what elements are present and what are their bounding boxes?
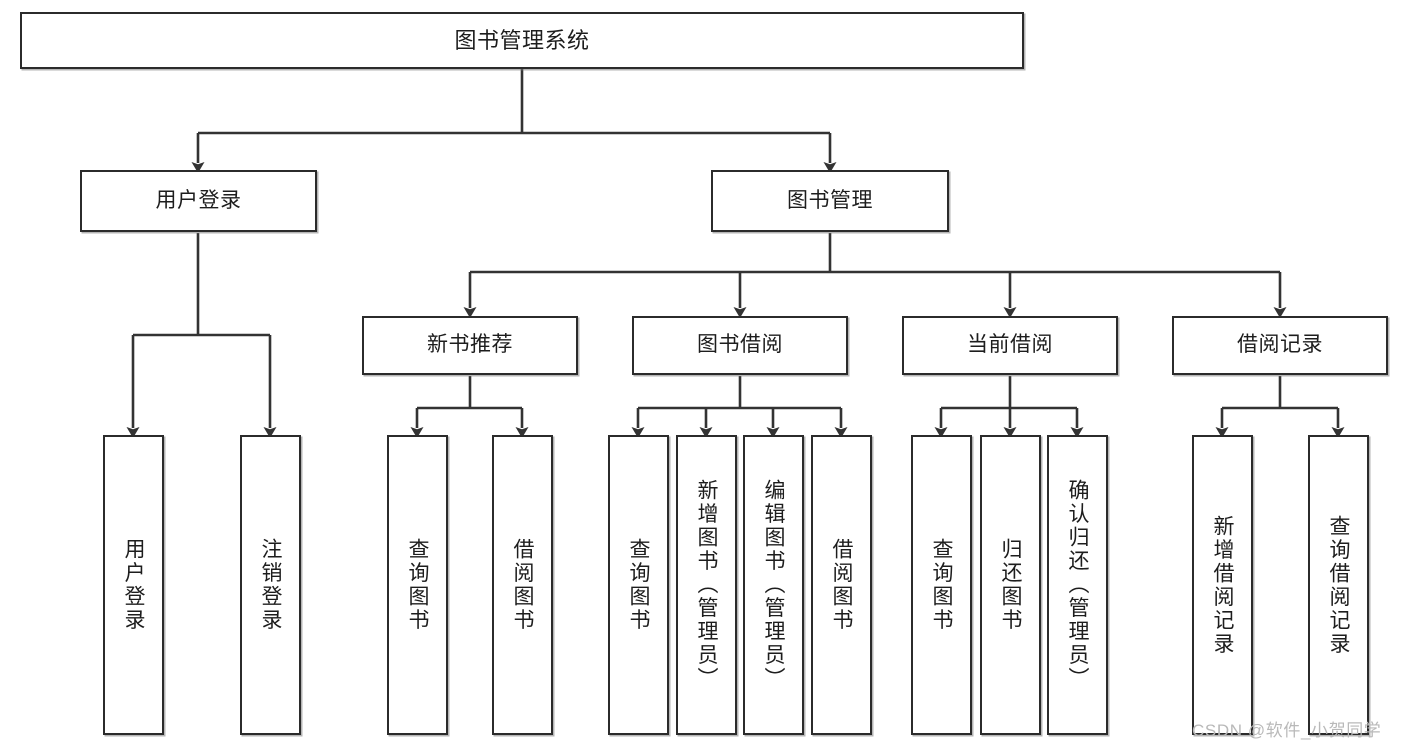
node-borrow-record[interactable]: 借阅记录 (1172, 316, 1388, 375)
node-leaf-edit-book[interactable]: 编辑图书（管理员） (743, 435, 804, 735)
node-user-login-label: 用户登录 (155, 188, 242, 212)
node-borrow-record-label: 借阅记录 (1237, 333, 1323, 357)
node-leaf-return-book-label: 归还图书 (999, 538, 1022, 632)
node-leaf-borrow-book-1[interactable]: 借阅图书 (492, 435, 553, 735)
node-leaf-query-book-1[interactable]: 查询图书 (387, 435, 448, 735)
node-leaf-return-book[interactable]: 归还图书 (980, 435, 1041, 735)
node-current-borrow-label: 当前借阅 (967, 333, 1053, 357)
node-leaf-query-book-1-label: 查询图书 (406, 538, 429, 632)
node-current-borrow[interactable]: 当前借阅 (902, 316, 1118, 375)
node-book-borrow[interactable]: 图书借阅 (632, 316, 848, 375)
node-book-manage-label: 图书管理 (787, 188, 873, 212)
node-leaf-confirm-return-label: 确认归还（管理员） (1066, 479, 1089, 691)
node-leaf-logout-label: 注销登录 (259, 538, 282, 632)
node-leaf-user-login-label: 用户登录 (122, 538, 145, 632)
node-leaf-add-record[interactable]: 新增借阅记录 (1192, 435, 1253, 735)
node-leaf-confirm-return[interactable]: 确认归还（管理员） (1047, 435, 1108, 735)
node-leaf-query-book-2[interactable]: 查询图书 (608, 435, 669, 735)
node-user-login[interactable]: 用户登录 (80, 170, 317, 232)
node-leaf-add-book-label: 新增图书（管理员） (695, 479, 718, 691)
node-leaf-edit-book-label: 编辑图书（管理员） (762, 479, 785, 691)
node-leaf-add-record-label: 新增借阅记录 (1211, 514, 1234, 656)
node-leaf-add-book[interactable]: 新增图书（管理员） (676, 435, 737, 735)
node-root-label: 图书管理系统 (454, 27, 590, 53)
node-leaf-query-record-label: 查询借阅记录 (1327, 514, 1350, 656)
node-leaf-user-login[interactable]: 用户登录 (103, 435, 164, 735)
node-root[interactable]: 图书管理系统 (20, 12, 1024, 69)
node-book-manage[interactable]: 图书管理 (711, 170, 949, 232)
node-leaf-borrow-book-1-label: 借阅图书 (511, 538, 534, 632)
node-leaf-query-book-3[interactable]: 查询图书 (911, 435, 972, 735)
node-leaf-logout[interactable]: 注销登录 (240, 435, 301, 735)
watermark-text: CSDN @软件_小贺同学 (1192, 721, 1382, 740)
node-leaf-query-record[interactable]: 查询借阅记录 (1308, 435, 1369, 735)
node-leaf-query-book-2-label: 查询图书 (627, 538, 650, 632)
node-leaf-query-book-3-label: 查询图书 (930, 538, 953, 632)
node-new-book-rec-label: 新书推荐 (427, 333, 513, 357)
node-leaf-borrow-book-2[interactable]: 借阅图书 (811, 435, 872, 735)
node-leaf-borrow-book-2-label: 借阅图书 (830, 538, 853, 632)
node-book-borrow-label: 图书借阅 (697, 333, 783, 357)
node-new-book-rec[interactable]: 新书推荐 (362, 316, 578, 375)
